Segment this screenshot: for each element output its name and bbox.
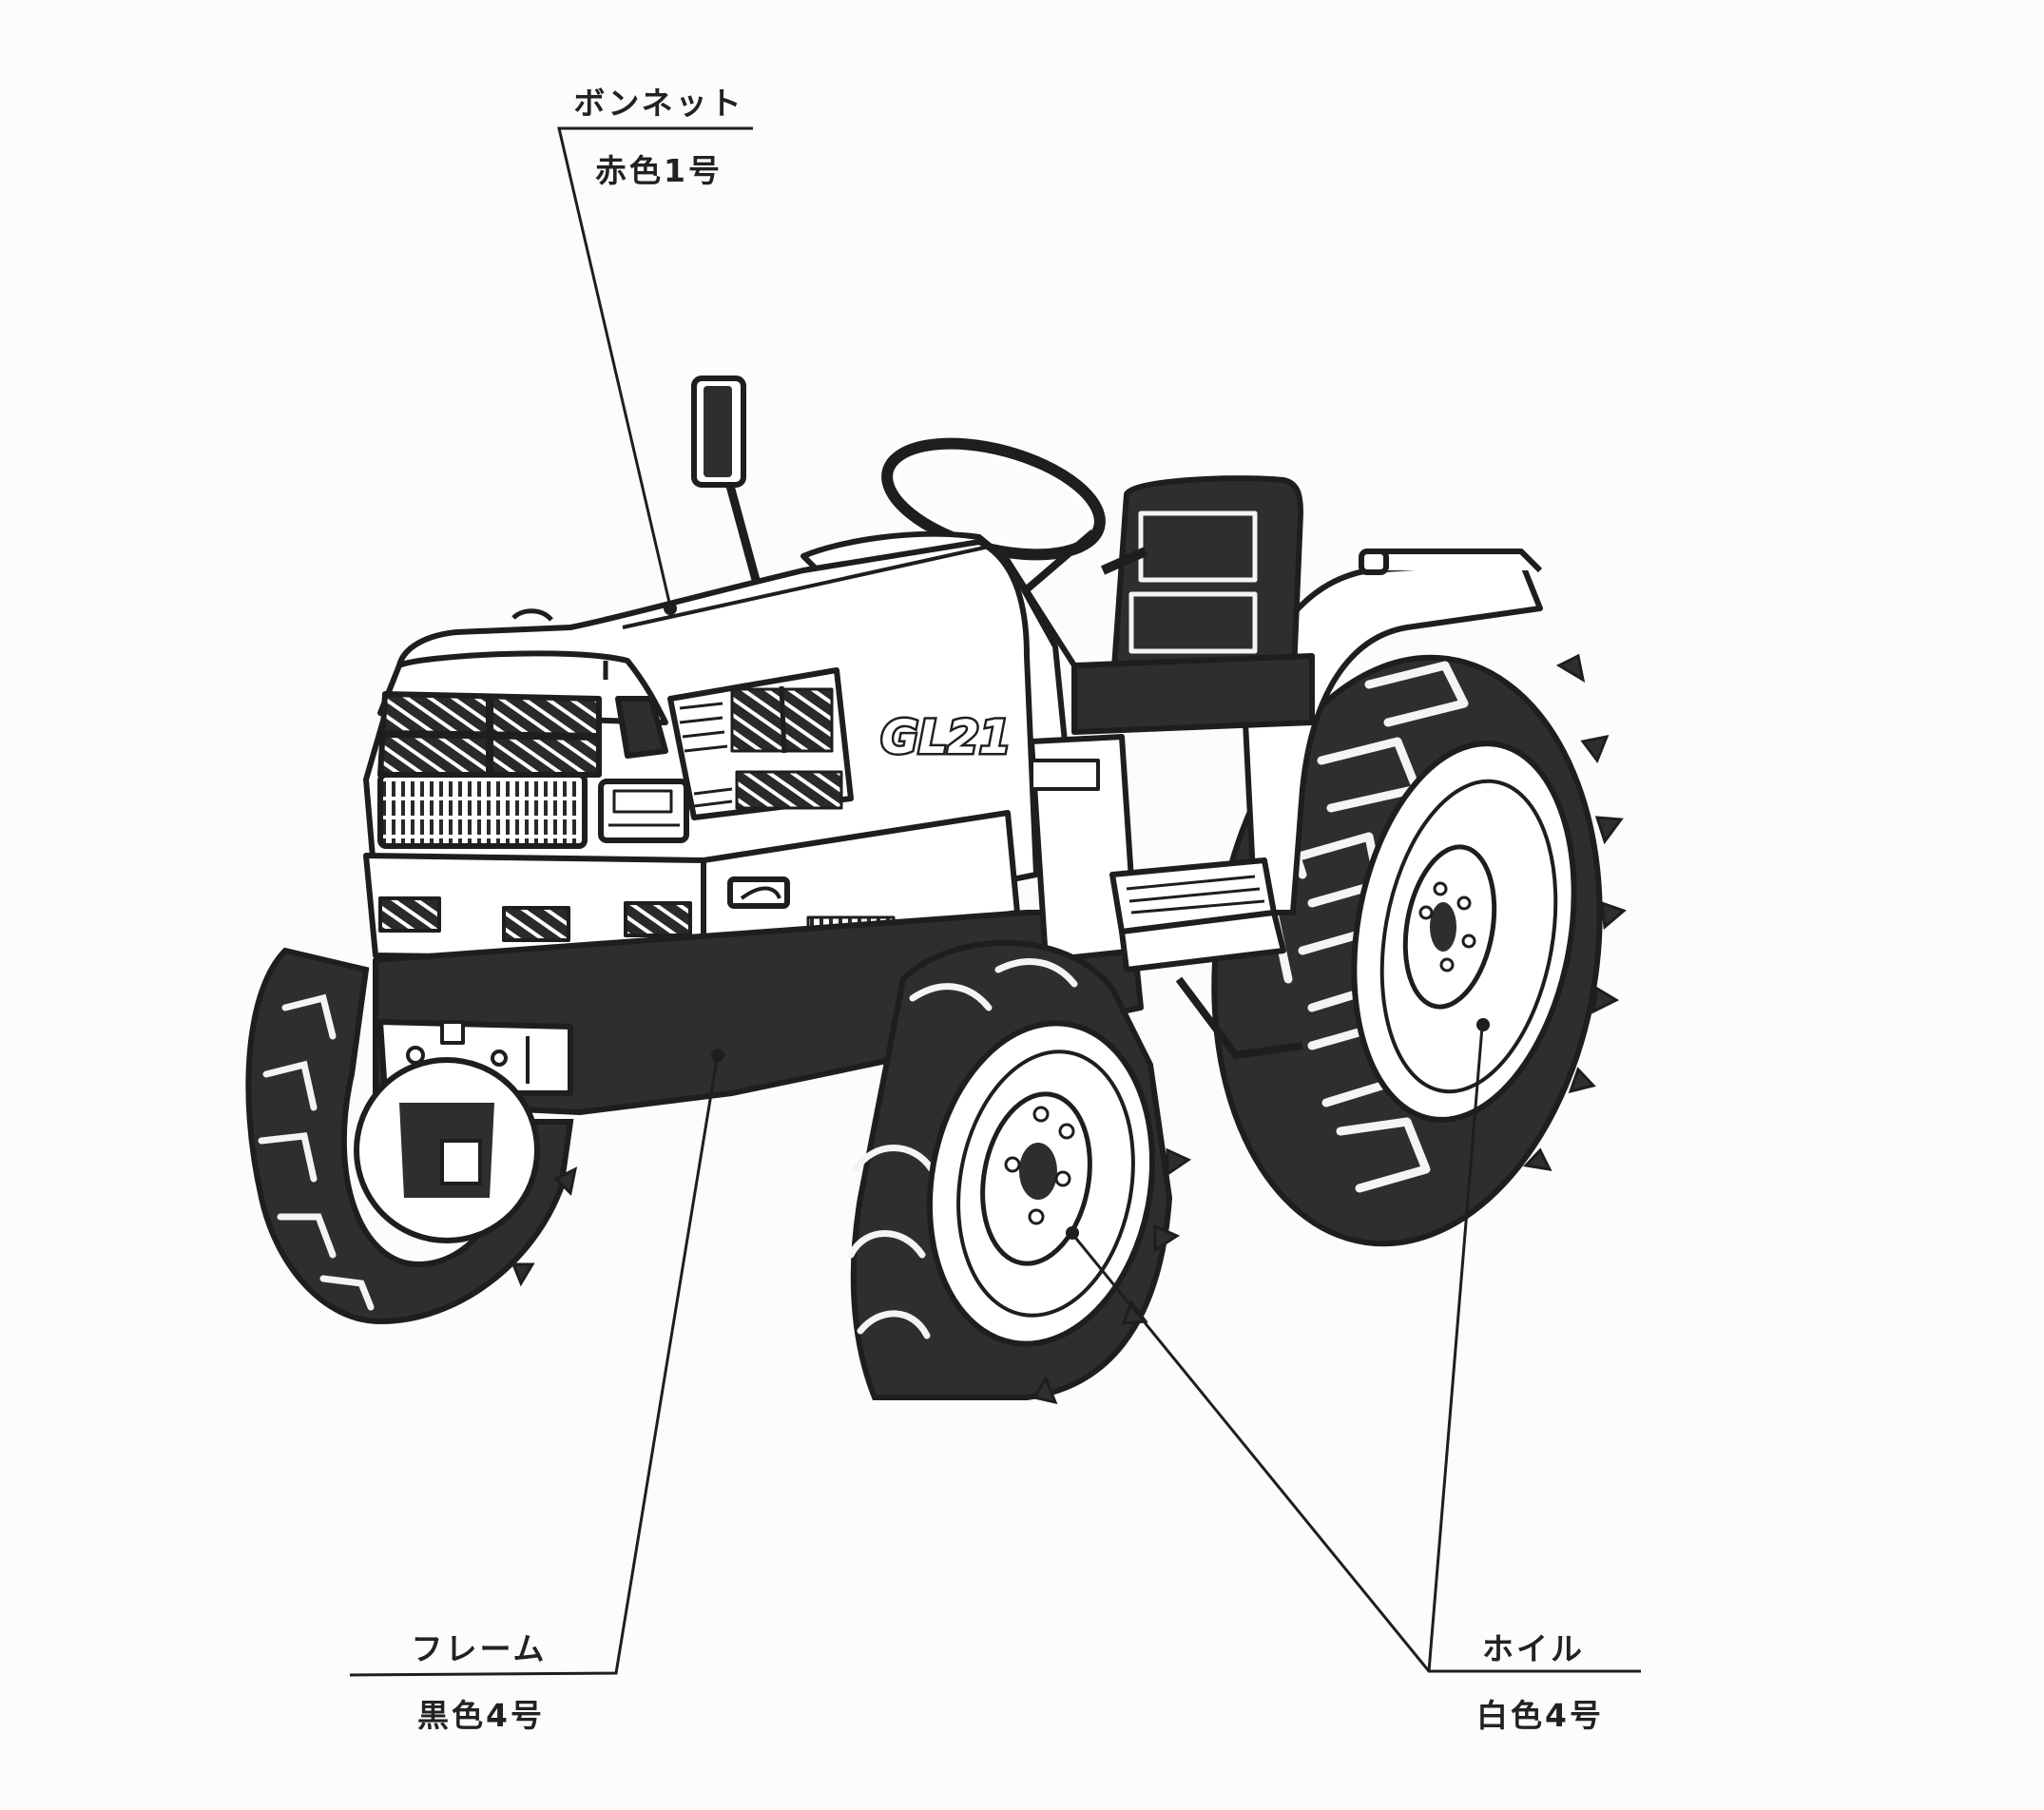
wheel-leader-line-front [1070, 1233, 1641, 1673]
mirror [691, 375, 761, 582]
bonnet-part-label: ボンネット [573, 85, 744, 122]
wheel-part-label: ホイル [1482, 1630, 1585, 1667]
bonnet-color-label: 赤色1号 [595, 152, 723, 189]
wheel-leader-line-rear [1427, 1026, 1484, 1672]
svg-text:GL21: GL21 [881, 711, 1012, 764]
front-left-wheel [245, 947, 578, 1325]
model-badge: GL21 [878, 708, 1013, 767]
frame-part-label: フレーム [411, 1630, 548, 1667]
rear-wheel [1211, 653, 1627, 1247]
frame-leader-line [349, 1052, 720, 1677]
wheel-color-label: 白色4号 [1476, 1697, 1604, 1734]
frame-color-label: 黒色4号 [417, 1697, 545, 1734]
front-right-wheel [847, 939, 1192, 1405]
seat [1071, 475, 1315, 735]
bonnet-leader-line [557, 126, 753, 607]
leader-lines [349, 126, 1641, 1677]
